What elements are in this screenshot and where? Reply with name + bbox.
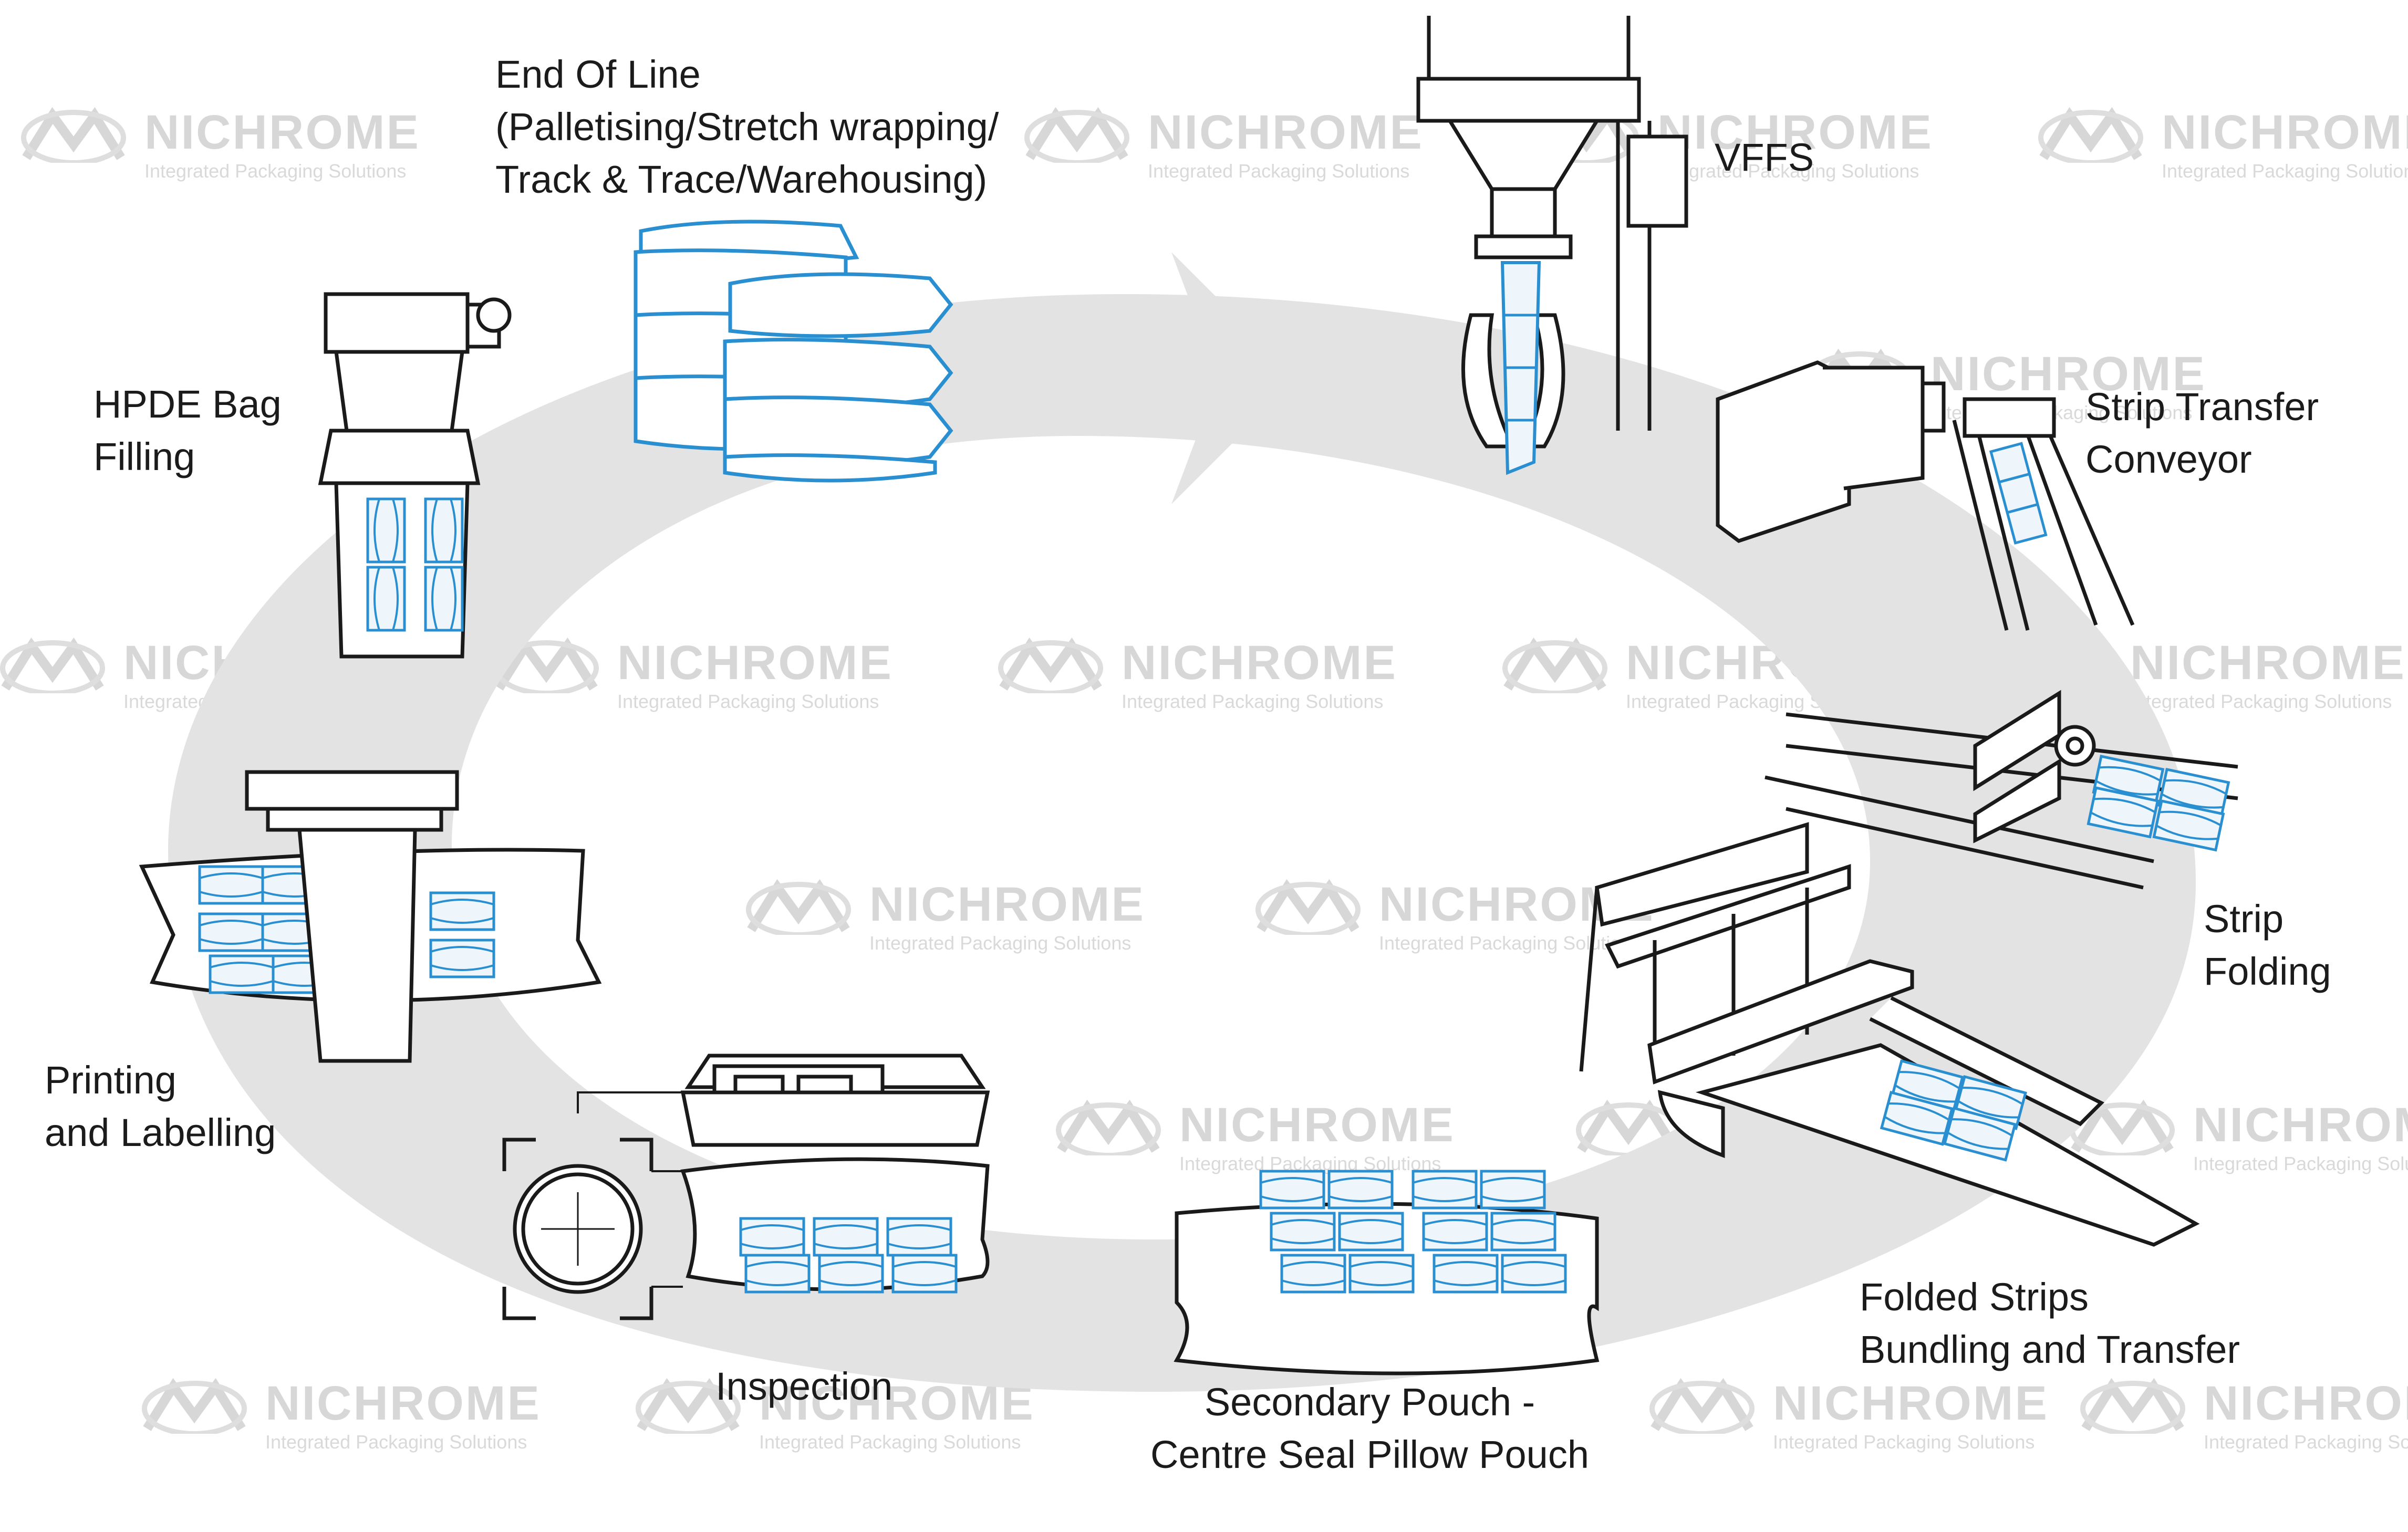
stage-label-inspection: Inspection xyxy=(715,1364,893,1408)
stage-label-bundling: Folded Strips Bundling and Transfer xyxy=(1860,1275,2240,1371)
vffs-machine-icon xyxy=(1416,16,1688,475)
flow-ring xyxy=(168,294,2196,1392)
stage-label-strip-folding: Strip Folding xyxy=(2204,897,2331,993)
stage-label-hdpe: HPDE Bag Filling xyxy=(94,382,282,478)
stage-label-end-of-line: End Of Line (Palletising/Stretch wrappin… xyxy=(495,53,999,201)
pallet-stack-icon xyxy=(634,220,953,483)
strip-conveyor-icon xyxy=(1716,360,2135,631)
hdpe-bag-filler-icon xyxy=(318,292,512,659)
stage-label-secondary-pouch: Secondary Pouch - Centre Seal Pillow Pou… xyxy=(1150,1380,1589,1476)
stage-label-strip-transfer: Strip Transfer Conveyor xyxy=(2085,385,2319,481)
pillow-pouch-icon xyxy=(1174,1171,1600,1375)
stage-label-printing: Printing and Labelling xyxy=(45,1058,276,1154)
strip-folding-icon xyxy=(1765,690,2238,890)
flow-arrow-icon xyxy=(1171,252,1298,504)
inspection-camera-icon xyxy=(502,1054,990,1320)
bundling-machine-icon xyxy=(1579,822,2200,1247)
labelled-bag-icon xyxy=(139,770,602,1063)
stage-label-vffs: VFFS xyxy=(1715,136,1814,179)
